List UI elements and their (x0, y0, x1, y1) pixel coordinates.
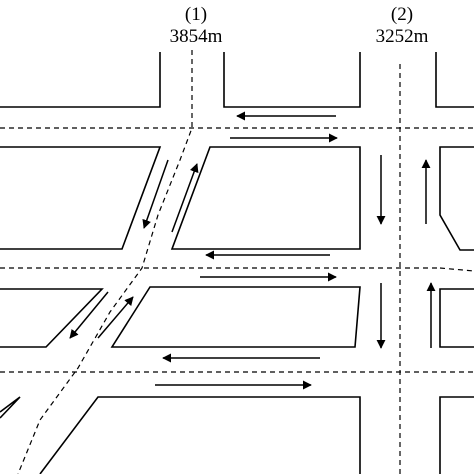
block-bottom-left (0, 396, 21, 419)
block-row3-left (0, 288, 104, 348)
block-top-right (435, 52, 474, 108)
block-row3-middle (110, 286, 361, 348)
centerline-road-1-vertical (17, 50, 193, 474)
block-bottom-middle (39, 396, 361, 474)
block-bottom-right (439, 396, 474, 474)
diagonal-arrow-icon (142, 159, 169, 229)
road-2-length: 3252m (375, 26, 429, 47)
road-2-label: (2) 3252m (356, 4, 448, 48)
block-row2-middle (170, 146, 361, 250)
road-1-id: (1) (184, 4, 208, 25)
block-row3-right (439, 288, 474, 348)
block-top-middle (223, 52, 361, 108)
road-1-label: (1) 3854m (150, 4, 242, 48)
diagonal-arrow-icon (97, 296, 134, 339)
block-row2-left (0, 146, 162, 250)
road-2-id: (2) (390, 4, 414, 25)
road-1-length: 3854m (169, 26, 223, 47)
block-row2-right (439, 146, 474, 251)
diagonal-arrow-icon (171, 163, 199, 233)
diagonal-arrow-icon (69, 291, 109, 339)
block-top-left (0, 52, 161, 108)
centerline-road-1-h-right (439, 267, 474, 272)
